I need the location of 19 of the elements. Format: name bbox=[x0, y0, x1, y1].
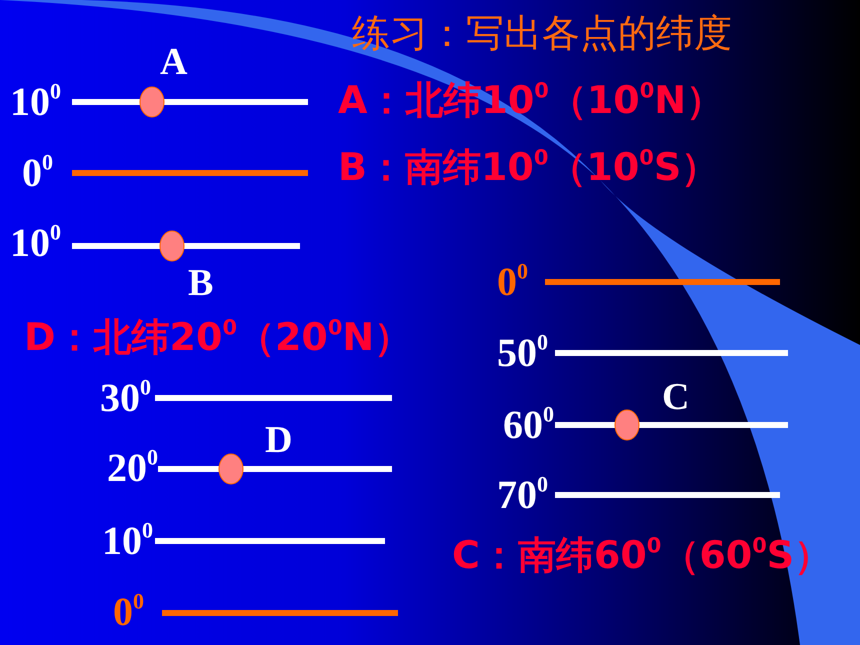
latitude-value: 70$^{0}$ bbox=[497, 475, 548, 515]
point-letter: D bbox=[265, 421, 292, 459]
latitude-value: 50$^{0}$ bbox=[497, 333, 548, 373]
latitude-value: 10$^{0}$ bbox=[10, 223, 61, 263]
point-letter: B bbox=[188, 264, 214, 302]
latitude-value: 0$^{0}$ bbox=[497, 262, 528, 302]
latitude-value: 10$^{0}$ bbox=[10, 82, 61, 122]
point-letter: C bbox=[662, 378, 690, 416]
latitude-value: 0$^{0}$ bbox=[113, 592, 144, 632]
answer-text: B：南纬10$^{0}$（10$^{0}$S） bbox=[338, 148, 720, 186]
slide-title: 练习：写出各点的纬度 bbox=[352, 10, 732, 57]
answer-text: A：北纬10$^{0}$（10$^{0}$N） bbox=[338, 81, 724, 119]
latitude-value: 0$^{0}$ bbox=[22, 153, 53, 193]
point-letter: A bbox=[160, 43, 188, 81]
latitude-value: 30$^{0}$ bbox=[100, 378, 151, 418]
answer-text: D：北纬20$^{0}$（20$^{0}$N） bbox=[24, 318, 412, 356]
latitude-value: 10$^{0}$ bbox=[102, 521, 153, 561]
latitude-value: 20$^{0}$ bbox=[107, 448, 158, 488]
latitude-value: 60$^{0}$ bbox=[503, 405, 554, 445]
